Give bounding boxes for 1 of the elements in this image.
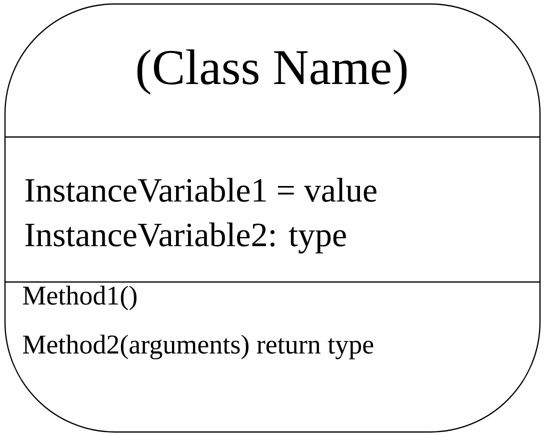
class-box: (Class Name) InstanceVariable1 = value InstanceVariable2: type Method1() Method2(arguments) return type [4, 3, 541, 433]
